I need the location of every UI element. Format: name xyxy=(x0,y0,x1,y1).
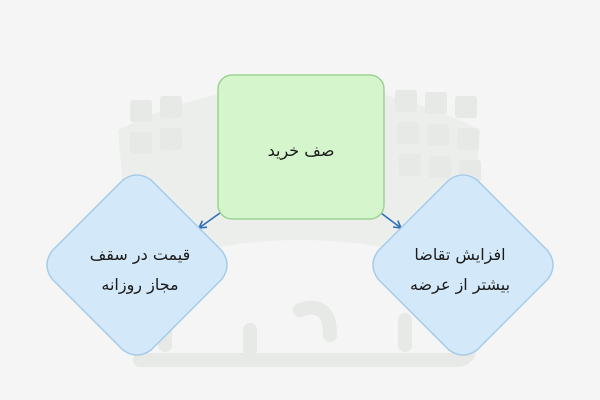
node-right-shape xyxy=(372,174,554,356)
edge-top-to-left xyxy=(197,212,221,229)
node-top-shape xyxy=(217,74,385,220)
node-left-shape xyxy=(46,174,228,356)
node-top-label: صف خرید xyxy=(267,141,335,160)
node-right-label: افزایش تقاضا بیشتر از عرضه xyxy=(409,245,511,294)
node-left-label: قیمت در سقف مجاز روزانه xyxy=(89,245,191,294)
edge-top-to-right xyxy=(380,212,403,229)
